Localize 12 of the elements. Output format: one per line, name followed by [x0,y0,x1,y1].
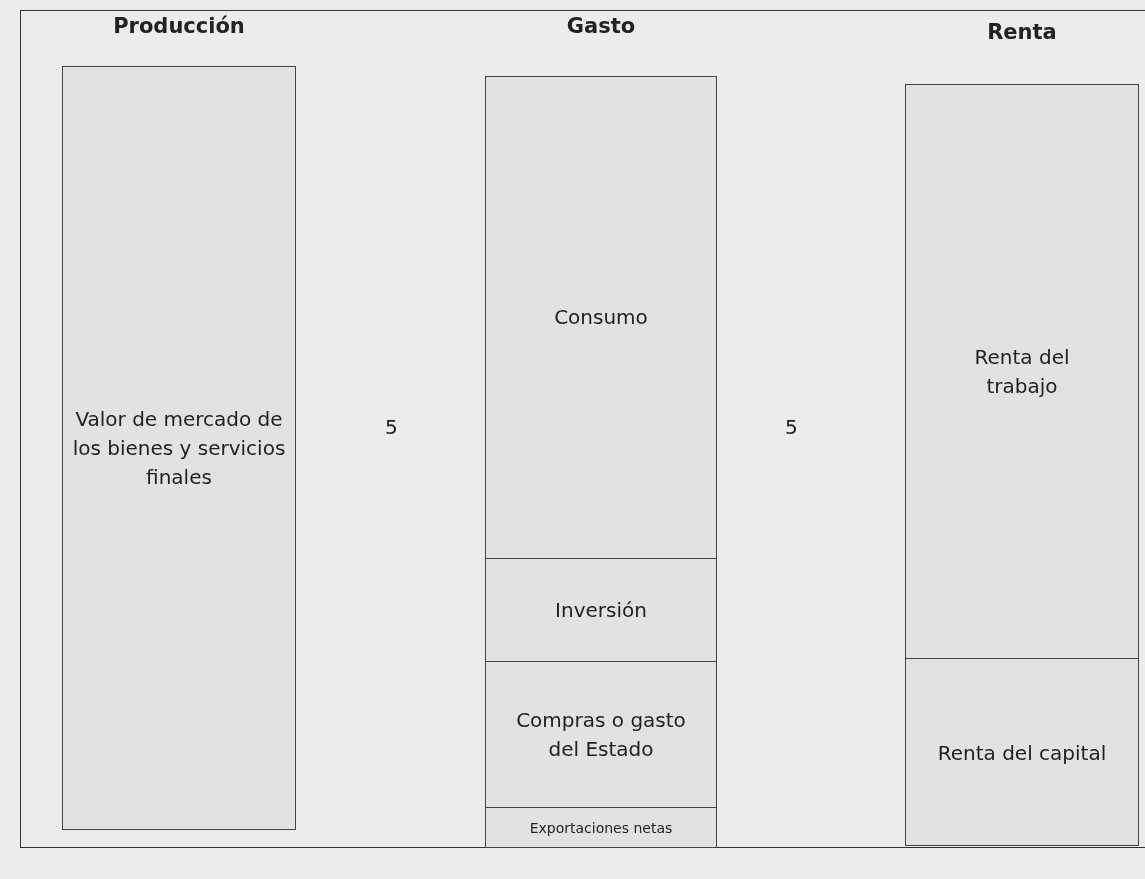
equals-sign: 5 [785,415,798,439]
bar-label: Valor de mercado de los bienes y servicios finales [71,405,287,491]
segment-label: Consumo [553,304,649,331]
segment-label: Renta del trabajo [973,343,1071,400]
segment-label: Inversión [554,596,648,624]
segment-label: Renta del capital [936,739,1108,767]
equals-sign: 5 [385,415,398,439]
column-heading: Gasto [565,14,637,38]
column-heading: Producción [112,14,246,38]
column-heading: Renta [986,20,1058,44]
segment-label: Exportaciones netas [529,819,673,839]
segment-label: Compras o gasto del Estado [515,706,687,763]
